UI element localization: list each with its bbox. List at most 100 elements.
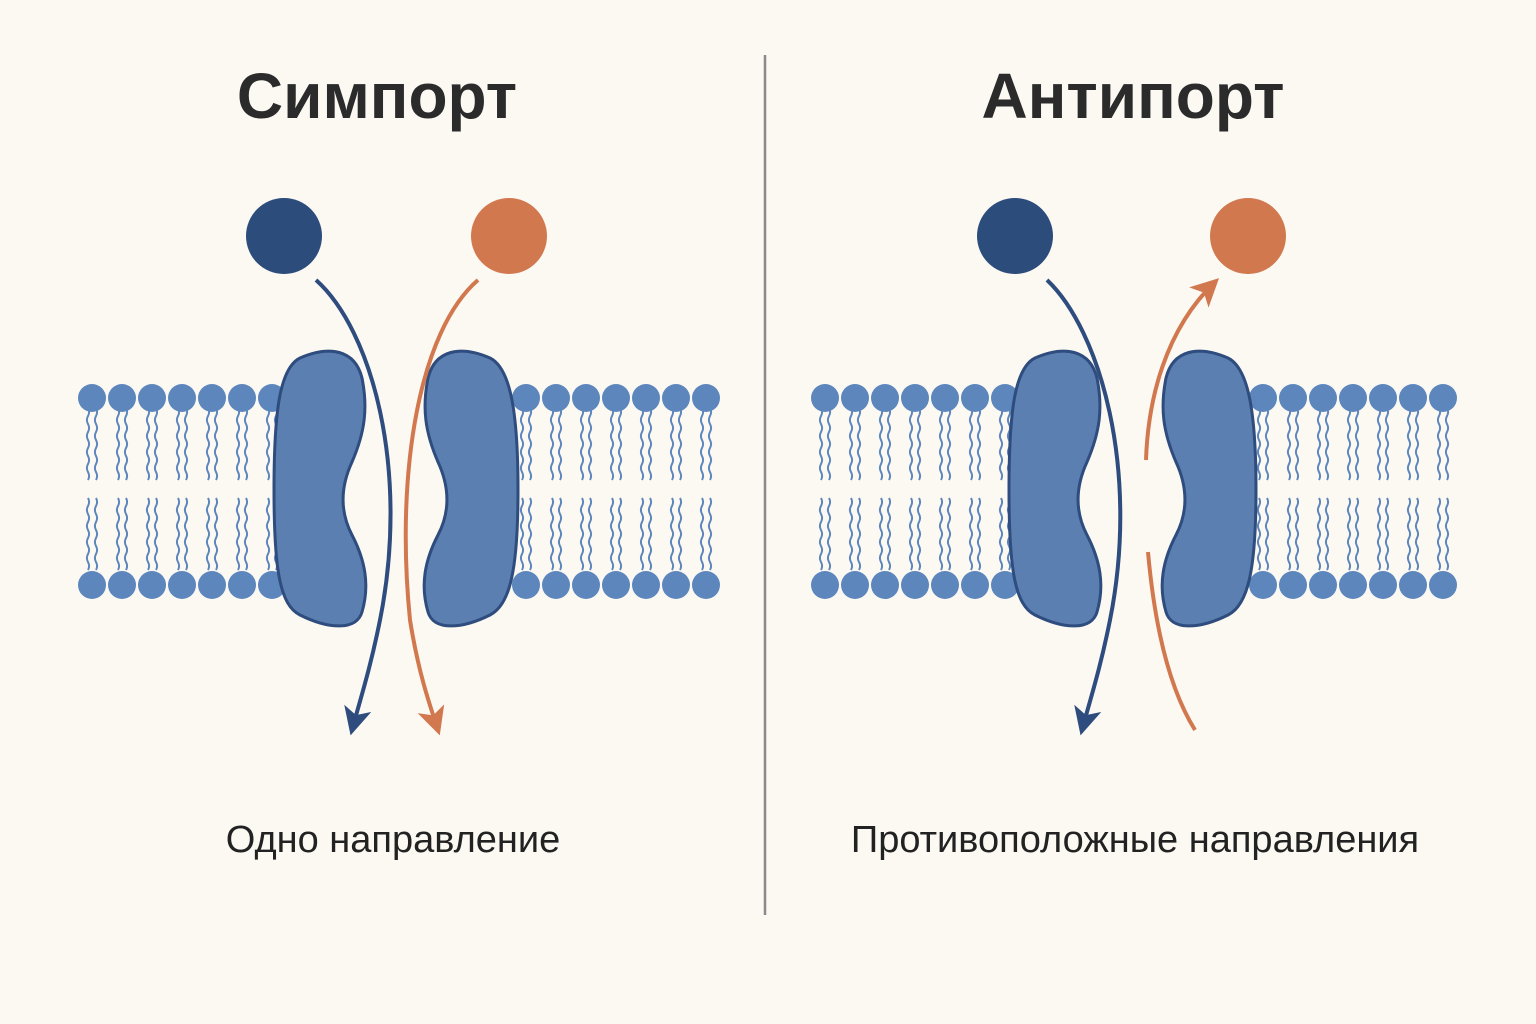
lipid-tail <box>123 497 129 571</box>
lipid-tail <box>1444 497 1450 571</box>
lipid-head <box>961 384 989 412</box>
antiport-protein-left <box>1007 349 1103 628</box>
lipid-tail <box>1256 407 1262 481</box>
lipid-tail <box>856 497 862 571</box>
lipid-head <box>138 571 166 599</box>
antiport-caption: Противоположные направления <box>851 819 1419 861</box>
lipid-tail <box>1346 407 1352 481</box>
lipid-tail <box>677 497 683 571</box>
antiport-arrow-blue <box>1045 278 1123 736</box>
lipid-head <box>1279 571 1307 599</box>
lipid-head <box>542 571 570 599</box>
lipid-head <box>871 384 899 412</box>
lipid-tail <box>183 407 189 481</box>
lipid-tail <box>145 407 151 481</box>
lipid-tail <box>878 407 884 481</box>
lipid-head <box>692 384 720 412</box>
lipid-tail <box>549 497 555 571</box>
lipid-head <box>228 571 256 599</box>
lipid-tail <box>669 497 675 571</box>
lipid-head <box>198 384 226 412</box>
lipid-head <box>1399 571 1427 599</box>
symport-title: Симпорт <box>237 60 517 132</box>
lipid-tail <box>145 497 151 571</box>
lipid-tail <box>557 407 563 481</box>
lipid-tail <box>85 407 91 481</box>
lipid-head <box>841 571 869 599</box>
antiport-membrane-left <box>811 384 1019 599</box>
lipid-tail <box>1286 497 1292 571</box>
lipid-tail <box>677 407 683 481</box>
lipid-tail <box>243 497 249 571</box>
lipid-tail <box>1376 497 1382 571</box>
lipid-tail <box>886 497 892 571</box>
lipid-tail <box>549 407 555 481</box>
antiport-molecule-blue <box>977 198 1053 274</box>
lipid-tail <box>265 497 271 571</box>
lipid-tail <box>707 407 713 481</box>
lipid-head <box>901 571 929 599</box>
lipid-head <box>1369 384 1397 412</box>
lipid-tail <box>998 497 1004 571</box>
lipid-tail <box>707 497 713 571</box>
lipid-tail <box>617 497 623 571</box>
lipid-tail <box>1354 407 1360 481</box>
symport-arrow-blue <box>314 278 393 736</box>
lipid-tail <box>243 407 249 481</box>
symport-molecule-blue <box>246 198 322 274</box>
lipid-head <box>512 384 540 412</box>
lipid-tail <box>818 497 824 571</box>
lipid-tail <box>1406 497 1412 571</box>
lipid-tail <box>579 407 585 481</box>
lipid-tail <box>1294 407 1300 481</box>
lipid-tail <box>1354 497 1360 571</box>
lipid-tail <box>153 497 159 571</box>
lipid-tail <box>818 407 824 481</box>
lipid-head <box>961 571 989 599</box>
lipid-tail <box>699 497 705 571</box>
lipid-tail <box>1286 407 1292 481</box>
lipid-head <box>811 571 839 599</box>
lipid-tail <box>968 497 974 571</box>
lipid-tail <box>183 497 189 571</box>
lipid-head <box>1369 571 1397 599</box>
symport-panel: Симпорт Одно направление <box>78 60 720 861</box>
lipid-head <box>931 571 959 599</box>
lipid-head <box>1429 384 1457 412</box>
lipid-tail <box>93 497 99 571</box>
lipid-tail <box>85 497 91 571</box>
lipid-head <box>168 384 196 412</box>
lipid-tail <box>213 497 219 571</box>
lipid-tail <box>968 407 974 481</box>
lipid-head <box>662 571 690 599</box>
lipid-tail <box>826 497 832 571</box>
lipid-head <box>692 571 720 599</box>
lipid-tail <box>976 497 982 571</box>
lipid-head <box>931 384 959 412</box>
lipid-head <box>1429 571 1457 599</box>
lipid-head <box>108 571 136 599</box>
lipid-head <box>512 571 540 599</box>
lipid-head <box>78 571 106 599</box>
lipid-tail <box>123 407 129 481</box>
lipid-head <box>198 571 226 599</box>
lipid-tail <box>647 407 653 481</box>
symport-molecule-orange <box>471 198 547 274</box>
lipid-tail <box>175 497 181 571</box>
lipid-tail <box>213 407 219 481</box>
lipid-tail <box>998 407 1004 481</box>
lipid-tail <box>647 497 653 571</box>
lipid-tail <box>1406 407 1412 481</box>
symport-arrow-orange <box>403 278 480 736</box>
lipid-head <box>542 384 570 412</box>
lipid-tail <box>557 497 563 571</box>
lipid-tail <box>527 407 533 481</box>
lipid-head <box>1339 571 1367 599</box>
lipid-tail <box>699 407 705 481</box>
antiport-arrow-orange-upper <box>1144 278 1220 461</box>
lipid-tail <box>265 407 271 481</box>
lipid-tail <box>153 407 159 481</box>
lipid-tail <box>938 497 944 571</box>
lipid-tail <box>1414 407 1420 481</box>
